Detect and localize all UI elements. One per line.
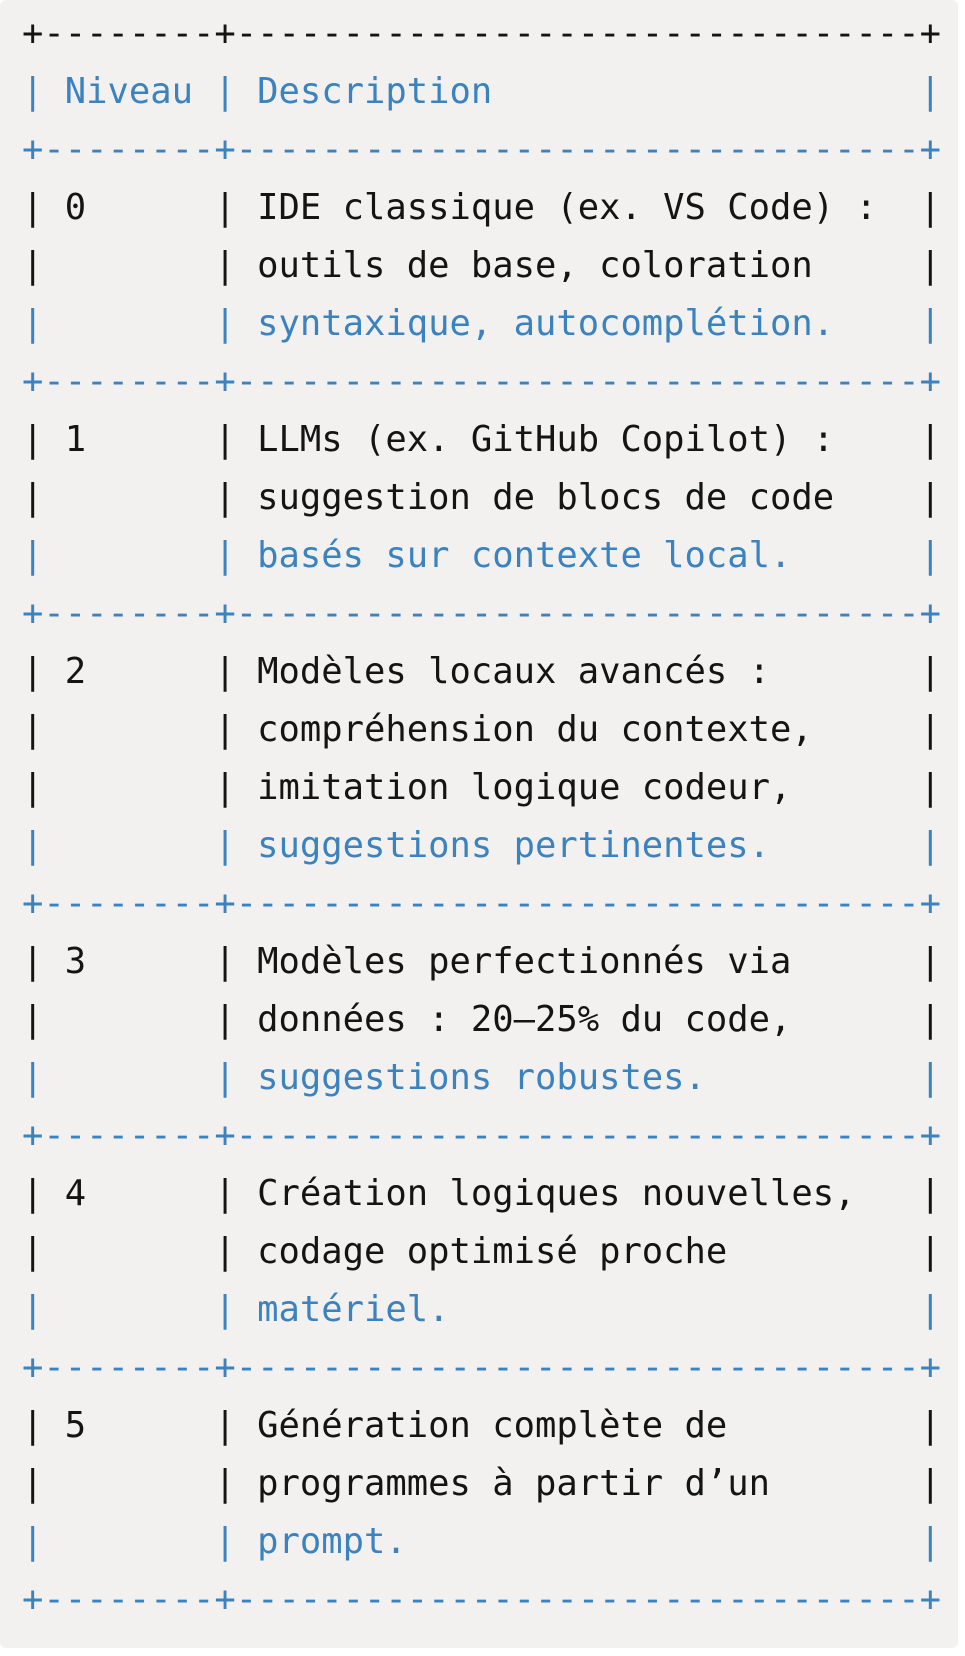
table-line: | | suggestion de blocs de code |	[22, 477, 942, 518]
table-line: | 4 | Création logiques nouvelles, |	[22, 1173, 942, 1214]
table-line: | | suggestions robustes. |	[22, 1057, 942, 1098]
table-line: | | imitation logique codeur, |	[22, 767, 942, 808]
table-line: | | codage optimisé proche |	[22, 1231, 942, 1272]
table-line: | | compréhension du contexte, |	[22, 709, 942, 750]
table-line: | Niveau | Description |	[22, 71, 942, 112]
table-line: +--------+------------------------------…	[22, 593, 942, 634]
table-line: +--------+------------------------------…	[22, 1579, 942, 1620]
table-line: | 0 | IDE classique (ex. VS Code) : |	[22, 187, 942, 228]
table-line: | | basés sur contexte local. |	[22, 535, 942, 576]
table-line: | 3 | Modèles perfectionnés via |	[22, 941, 942, 982]
table-line: | | syntaxique, autocomplétion. |	[22, 303, 942, 344]
table-line: | | données : 20–25% du code, |	[22, 999, 942, 1040]
table-line: | | outils de base, coloration |	[22, 245, 942, 286]
table-line: +--------+------------------------------…	[22, 1115, 942, 1156]
table-line: +--------+------------------------------…	[22, 1347, 942, 1388]
table-line: | 2 | Modèles locaux avancés : |	[22, 651, 942, 692]
table-line: | | programmes à partir d’un |	[22, 1463, 942, 1504]
table-line: +--------+------------------------------…	[22, 361, 942, 402]
table-line: | | matériel. |	[22, 1289, 942, 1330]
table-line: +--------+------------------------------…	[22, 129, 942, 170]
table-line: | 5 | Génération complète de |	[22, 1405, 942, 1446]
table-line: | | suggestions pertinentes. |	[22, 825, 942, 866]
table-line: | 1 | LLMs (ex. GitHub Copilot) : |	[22, 419, 942, 460]
table-line: +--------+------------------------------…	[22, 13, 942, 54]
table-line: | | prompt. |	[22, 1521, 942, 1562]
table-line: +--------+------------------------------…	[22, 883, 942, 924]
ascii-table: +--------+------------------------------…	[22, 5, 941, 1629]
